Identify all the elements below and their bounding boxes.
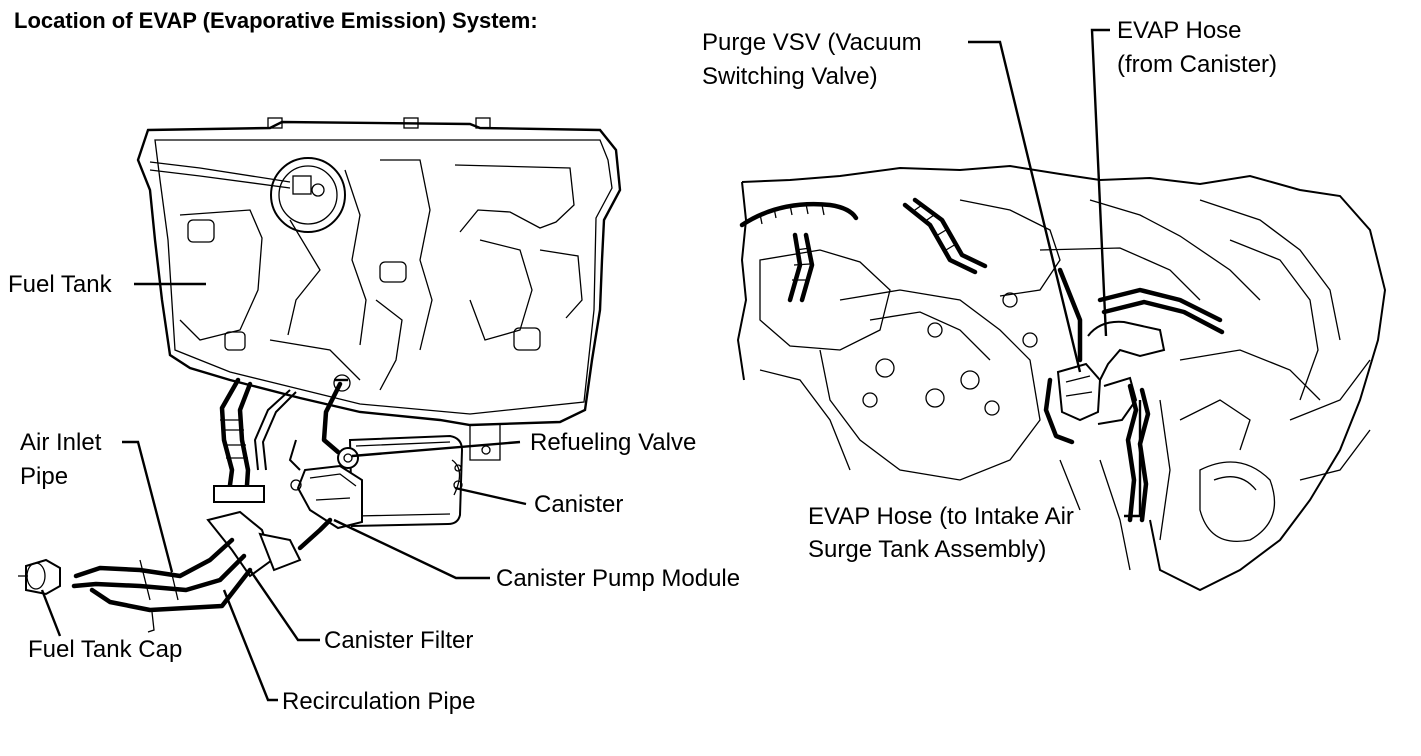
label-evap-hose-canister-line2: (from Canister) [1117,51,1277,78]
label-canister: Canister [534,491,623,518]
left-labels: Fuel Tank Air Inlet Pipe Refueling Valve… [8,271,740,715]
canister-assembly-illustration [18,377,464,633]
label-fuel-tank-cap: Fuel Tank Cap [28,636,182,663]
left-leader-lines [40,282,527,702]
label-evap-hose-intake-line2: Surge Tank Assembly) [808,536,1046,563]
label-air-inlet-pipe-line2: Pipe [20,463,68,490]
label-purge-vsv-line2: Switching Valve) [702,63,878,90]
right-leader-lines [968,28,1142,518]
label-recirculation-pipe: Recirculation Pipe [282,688,475,715]
diagram-title: Location of EVAP (Evaporative Emission) … [14,8,538,33]
label-canister-pump-module: Canister Pump Module [496,565,740,592]
label-evap-hose-intake-line1: EVAP Hose (to Intake Air [808,503,1074,530]
label-fuel-tank: Fuel Tank [8,271,113,298]
label-canister-filter: Canister Filter [324,627,473,654]
label-air-inlet-pipe-line1: Air Inlet [20,429,102,456]
label-purge-vsv-line1: Purge VSV (Vacuum [702,29,922,56]
right-labels: Purge VSV (Vacuum Switching Valve) EVAP … [702,17,1277,563]
label-evap-hose-canister-line1: EVAP Hose [1117,17,1242,44]
engine-bay-illustration [736,164,1387,592]
label-refueling-valve: Refueling Valve [530,429,696,456]
fuel-tank-illustration [136,117,622,461]
